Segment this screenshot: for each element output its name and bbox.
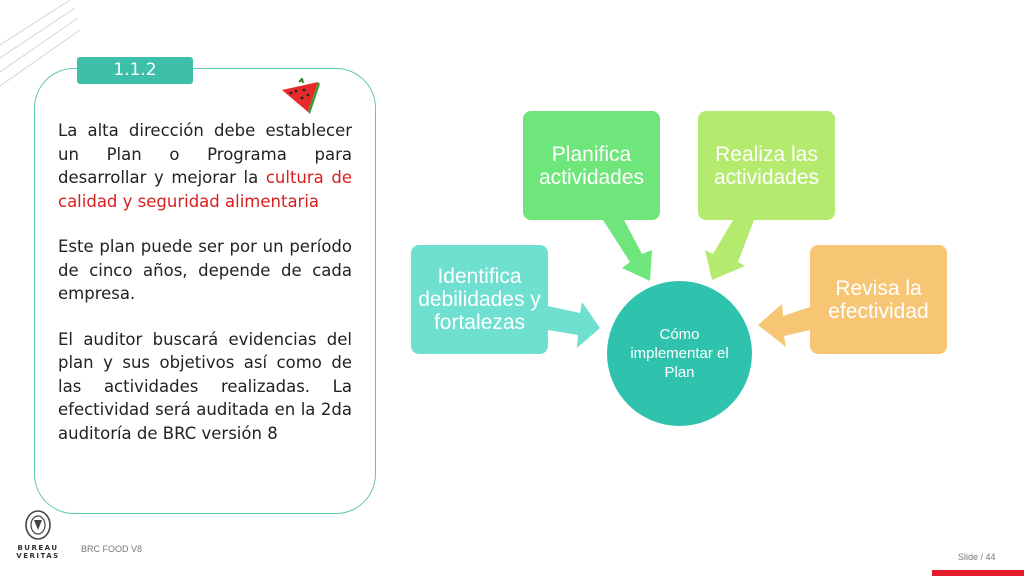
- footer-accent-bar: [932, 570, 1024, 576]
- arrow-realiza: [705, 220, 754, 280]
- center-circle: Cómo implementar el Plan: [607, 281, 752, 426]
- step-realiza: Realiza las actividades: [698, 111, 835, 220]
- logo-text-line-1: BUREAU: [17, 544, 59, 552]
- text-panel: [34, 68, 376, 514]
- step-identifica: Identifica debilidades y fortalezas: [411, 245, 548, 354]
- step-revisa: Revisa la efectividad: [810, 245, 947, 354]
- watermelon-icon: [282, 78, 320, 114]
- arrow-identifica: [548, 302, 600, 348]
- logo-text-line-2: VERITAS: [16, 552, 60, 560]
- step-planifica: Planifica actividades: [523, 111, 660, 220]
- footer-label: BRC FOOD V8: [81, 544, 143, 554]
- section-tag: 1.1.2: [77, 57, 193, 84]
- highlighted-phrase: cultura de calidad y seguridad alimentar…: [58, 168, 352, 211]
- logo-emblem-icon: [25, 510, 51, 540]
- panel-text: La alta dirección debe establecer un Pla…: [58, 119, 352, 467]
- paragraph-1: La alta dirección debe establecer un Pla…: [58, 121, 352, 211]
- bureau-veritas-logo: BUREAU VERITAS: [14, 510, 62, 560]
- paragraph-3: El auditor buscará evidencias del plan y…: [58, 329, 352, 443]
- paragraph-2: Este plan puede ser por un período de ci…: [58, 237, 352, 303]
- arrow-planifica: [603, 220, 652, 281]
- slide-number: Slide / 44: [958, 552, 996, 562]
- arrow-revisa: [758, 304, 810, 347]
- decorative-lines: [0, 0, 81, 87]
